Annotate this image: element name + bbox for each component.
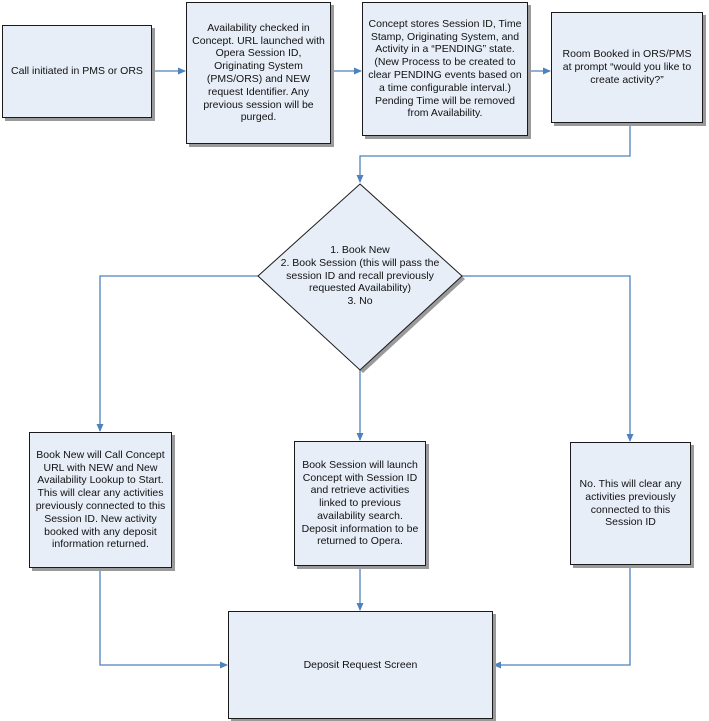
- no-option-text: No. This will clear any activities previ…: [579, 477, 682, 529]
- decision-option-no: 3. No: [347, 295, 373, 308]
- call-initiated-box: Call initiated in PMS or ORS: [2, 25, 152, 118]
- availability-checked-box: Availability checked in Concept. URL lau…: [186, 2, 331, 144]
- book-new-box: Book New will Call Concept URL with NEW …: [29, 432, 172, 568]
- arrow-no-to-deposit: [493, 565, 631, 669]
- decision-diamond: [257, 183, 463, 371]
- arrow-book-new-to-deposit: [99, 568, 228, 669]
- book-new-text: Book New will Call Concept URL with NEW …: [35, 448, 166, 551]
- availability-checked-text: Availability checked in Concept. URL lau…: [192, 21, 325, 124]
- decision-option-book-new: 1. Book New: [330, 244, 390, 256]
- room-booked-text: Room Booked in ORS/PMS at prompt “would …: [562, 48, 692, 86]
- arrow-decision-to-book-new: [96, 275, 258, 432]
- room-booked-box: Room Booked in ORS/PMS at prompt “would …: [551, 12, 703, 123]
- book-session-box: Book Session will launch Concept with Se…: [294, 441, 426, 566]
- decision-option-book-session: 2. Book Session (this will pass the sess…: [280, 256, 440, 295]
- deposit-request-box: Deposit Request Screen: [228, 611, 493, 719]
- book-session-text: Book Session will launch Concept with Se…: [301, 458, 419, 548]
- call-initiated-text: Call initiated in PMS or ORS: [11, 65, 143, 78]
- concept-stores-box: Concept stores Session ID, Time Stamp, O…: [362, 2, 528, 136]
- arrow-decision-to-no: [462, 275, 634, 442]
- deposit-request-text: Deposit Request Screen: [303, 658, 418, 671]
- arrow-room-to-decision: [356, 123, 631, 183]
- decision-text: 1. Book New 2. Book Session (this will p…: [278, 230, 442, 322]
- no-option-box: No. This will clear any activities previ…: [570, 442, 691, 565]
- concept-stores-text: Concept stores Session ID, Time Stamp, O…: [368, 17, 522, 120]
